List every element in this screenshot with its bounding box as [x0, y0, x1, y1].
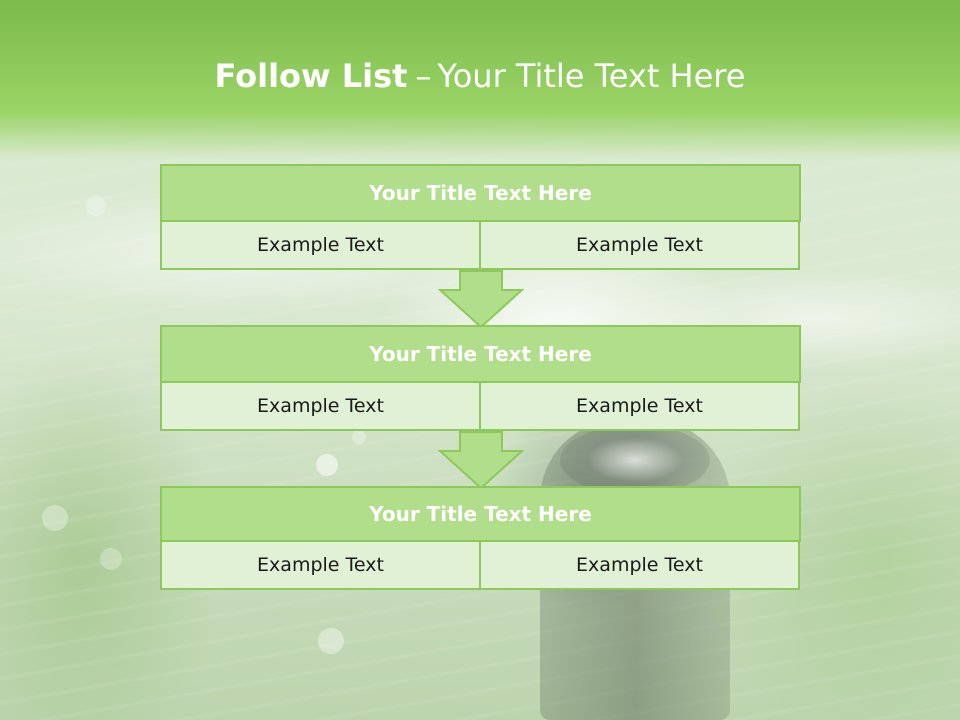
bokeh-dot — [352, 430, 366, 444]
header-band — [0, 0, 960, 160]
step-cell-right: Example Text — [479, 381, 800, 431]
step-row: Example Text Example Text — [160, 540, 801, 590]
slide-title-rest: Your Title Text Here — [437, 57, 746, 95]
bokeh-dot — [316, 454, 338, 476]
step-cell-left: Example Text — [160, 220, 481, 270]
step-cell-left: Example Text — [160, 381, 481, 431]
background-sprinkler-head — [560, 425, 710, 495]
step-title: Your Title Text Here — [160, 325, 801, 383]
slide-title-bold: Follow List — [214, 57, 408, 95]
bokeh-dot — [86, 196, 106, 216]
step-box: Your Title Text Here Example Text Exampl… — [160, 486, 801, 590]
step-box: Your Title Text Here Example Text Exampl… — [160, 164, 801, 270]
slide-title-separator: – — [415, 57, 432, 95]
down-arrow-icon — [438, 431, 524, 489]
step-title: Your Title Text Here — [160, 164, 801, 222]
step-row: Example Text Example Text — [160, 220, 801, 270]
step-row: Example Text Example Text — [160, 381, 801, 431]
down-arrow-icon — [438, 270, 524, 328]
slide-title: Follow List–Your Title Text Here — [0, 52, 960, 100]
step-title: Your Title Text Here — [160, 486, 801, 542]
bokeh-dot — [42, 505, 68, 531]
step-cell-right: Example Text — [479, 220, 800, 270]
bokeh-dot — [100, 548, 122, 570]
step-box: Your Title Text Here Example Text Exampl… — [160, 325, 801, 431]
step-cell-right: Example Text — [479, 540, 800, 590]
bokeh-dot — [318, 628, 344, 654]
step-cell-left: Example Text — [160, 540, 481, 590]
